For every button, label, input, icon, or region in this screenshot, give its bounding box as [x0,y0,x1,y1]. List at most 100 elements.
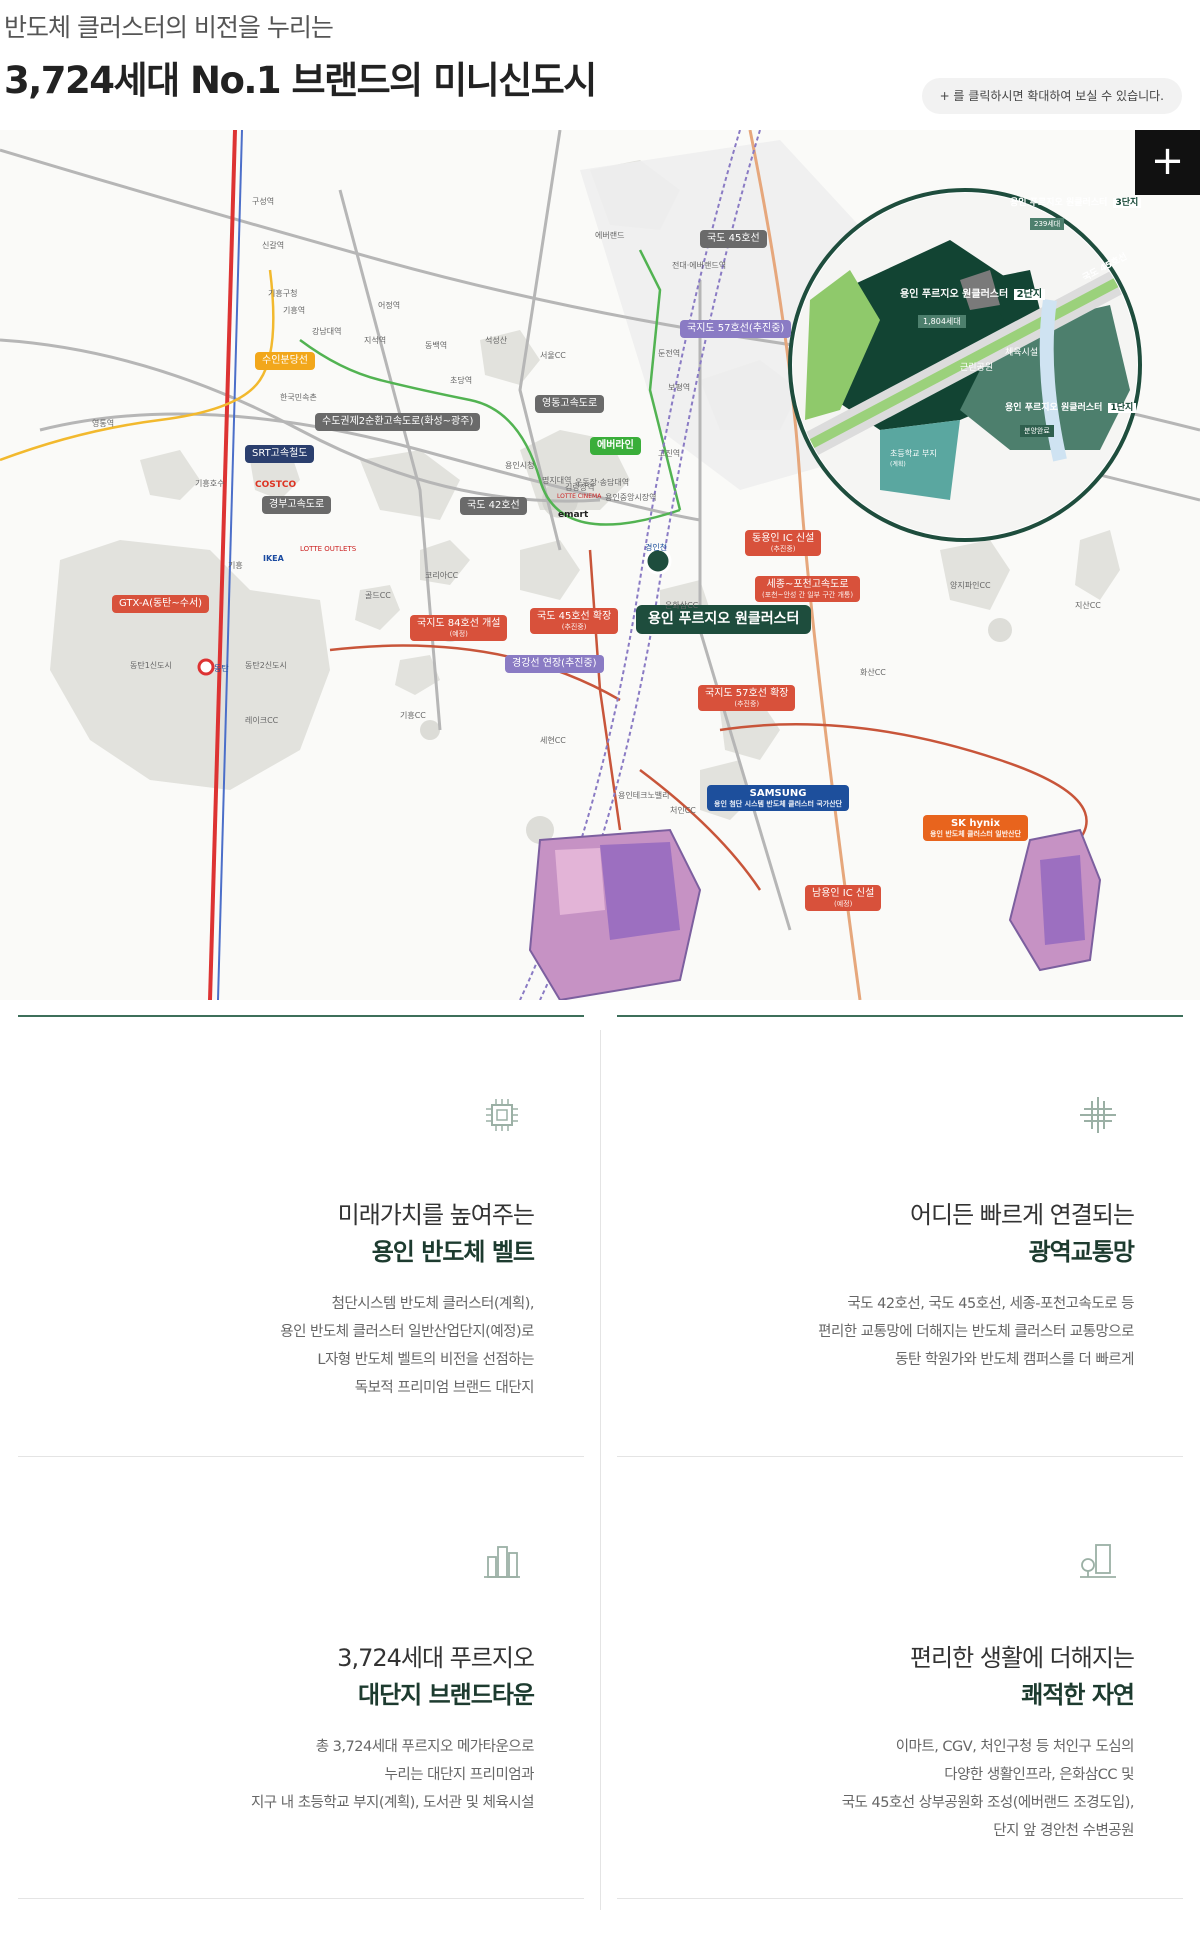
card4-line: 다양한 생활인프라, 은화삼CC 및 [944,1767,1134,1783]
place-undongjang: 운동장·송담대역 [575,478,630,487]
inset-sports: 근린공원 [960,363,994,373]
card2-line: 편리한 교통망에 더해지는 반도체 클러스터 교통망으로 [818,1324,1134,1340]
place-eunhwasam-cc: 은화삼CC [665,601,699,610]
card3-line: 지구 내 초등학교 부지(계획), 도서관 및 체육시설 [250,1795,535,1811]
place-seoul-cc: 서울CC [540,351,566,360]
place-chodang: 초당역 [450,376,473,385]
emart-logo: emart [558,510,589,520]
label-gukdo45: 국도 45호선 [700,230,767,248]
label-gtx-a: GTX-A(동탄~수서) [112,595,210,613]
costco-logo: COSTCO [255,480,297,490]
label-gukdo42: 국도 42호선 [460,497,527,515]
card1-line: 독보적 프리미엄 브랜드 대단지 [354,1380,535,1396]
card2-line: 동탄 학원가와 반도체 캠퍼스를 더 빠르게 [895,1352,1134,1368]
card1-heading2: 용인 반도체 벨트 [371,1238,535,1266]
label-skhynix-sub: 용인 반도체 클러스터 일반산단 [930,830,1022,838]
center-divider [600,1030,601,1910]
place-everland: 에버랜드 [595,231,625,240]
place-jisan-cc: 지산CC [1075,601,1101,610]
page-subtitle: 반도체 클러스터의 비전을 누리는 [4,13,334,42]
lotte-outlets-logo: LOTTE OUTLETS [300,545,357,553]
top-divider-right [617,1015,1183,1017]
page-title: 3,724세대 No.1 브랜드의 미니신도시 [4,59,597,102]
label-gukji84-sub: (예정) [449,630,468,638]
label-gukji84: 국지도 84호선 개설 (예정) [410,615,508,642]
card1-heading1: 미래가치를 높여주는 [337,1201,535,1229]
place-lake-cc: 레이크CC [245,716,279,725]
card1-description: 첨단시스템 반도체 클러스터(계획), 용인 반도체 클러스터 일반산업단지(예… [280,1290,534,1402]
label-gukji57-expansion: 국지도 57호선 확장 (추진중) [698,685,796,712]
feature-card-transport: 어디든 빠르게 연결되는 광역교통망 국도 42호선, 국도 45호선, 세종-… [600,1000,1170,1456]
zoom-button[interactable]: + [1135,130,1200,195]
card4-line: 단지 앞 경안천 수변공원 [993,1823,1134,1839]
card3-line: 총 3,724세대 푸르지오 메가타운으로 [315,1739,535,1755]
card2-heading1: 어디든 빠르게 연결되는 [909,1201,1135,1229]
chip-icon [486,1099,518,1131]
location-map: + 국도 45호선 국지도 57호선(추진중) 영동고속도로 에버라인 수도권제… [0,130,1200,1000]
card4-line: 국도 45호선 상부공원화 조성(에버랜드 조경도입), [841,1795,1135,1811]
card4-description: 이마트, CGV, 처인구청 등 처인구 도심의 다양한 생활인프라, 은화삼C… [841,1733,1135,1845]
place-dongtan1: 동탄1신도시 [130,661,172,670]
place-hwasan-cc: 화산CC [860,668,886,677]
label-project: 용인 푸르지오 원클러스터 [636,605,812,634]
label-suin-bundang: 수인분당선 [255,352,315,370]
inset-cluster2-units: 1,804세대 [918,315,966,328]
place-myongji: 명지대역 [542,476,572,485]
inset-school-sub: (계획) [890,461,906,468]
label-gukdo45-expansion: 국도 45호선 확장 (추진중) [530,608,619,635]
label-sejong-sub: (포천~안성 간 일부 구간 개통) [762,591,854,599]
label-gyeonggang: 경강선 연장(추진중) [505,655,604,673]
place-giheung-cc: 기흥CC [400,711,426,720]
inset-cluster3: 용인 푸르지오 원클러스터 3단지 [1010,195,1142,208]
place-singal: 신갈역 [262,241,285,250]
page-header: 반도체 클러스터의 비전을 누리는 3,724세대 No.1 브랜드의 미니신도… [0,0,1200,130]
row-divider-right [617,1456,1183,1457]
card4-line: 이마트, CGV, 처인구청 등 처인구 도심의 [895,1739,1135,1755]
inset-school-name: 초등학교 부지 [890,449,937,458]
label-gukji84-main: 국지도 84호선 개설 [417,618,501,629]
card2-line: 국도 42호선, 국도 45호선, 세종-포천고속도로 등 [847,1296,1134,1312]
place-gyeonganchon: 경인천 [645,543,668,552]
place-dunjeon: 둔전역 [658,349,681,358]
place-dongbaek: 동백역 [425,341,448,350]
inset-cluster3-name: 용인 푸르지오 원클러스터 [1010,198,1108,208]
card3-heading2: 대단지 브랜드타운 [358,1681,535,1709]
place-eojeong: 어정역 [378,301,401,310]
label-gukdo45ex-main: 국도 45호선 확장 [537,611,612,622]
inset-school: 초등학교 부지 (계획) [890,448,937,468]
place-gangnam-univ: 강남대역 [312,327,342,336]
place-cheoin-cc: 처인CC [670,806,696,815]
label-samsung-cluster: SAMSUNG 용인 첨단 시스템 반도체 클러스터 국가산단 [707,785,850,812]
inset-cluster1: 용인 푸르지오 원클러스터 1단지 [1005,400,1137,413]
card1-line: 용인 반도체 클러스터 일반산업단지(예정)로 [280,1324,534,1340]
map-base [0,130,1200,1000]
label-skhynix-cluster: SK hynix 용인 반도체 클러스터 일반산단 [923,815,1029,842]
label-gukji57ex-sub: (추진중) [734,700,760,708]
place-giheung-gu: 기흥구청 [268,289,298,298]
road-junction-icon [1080,1097,1116,1133]
place-sehyeon-cc: 세현CC [540,736,566,745]
card4-heading1: 편리한 생활에 더해지는 [909,1644,1135,1672]
place-jeondae-station: 전대·에버랜드역 [672,261,727,270]
inset-cluster2-tag: 2단지 [1013,289,1046,300]
city-nature-icon [1080,1544,1116,1578]
label-sejong-main: 세종~포천고속도로 [766,579,849,590]
label-ring-expressway: 수도권제2순환고속도로(화성~광주) [315,413,481,431]
place-giheung: 기흥 [228,561,243,570]
bottom-divider-right [617,1898,1183,1899]
bottom-divider-left [18,1898,584,1899]
label-namyongin-ic: 남용인 IC 신설 (예정) [805,885,882,912]
place-jungang-market: 용인중앙시장역 [605,493,657,502]
place-giheung-lake: 기흥호수 [195,479,225,488]
card3-line: 누리는 대단지 프리미엄과 [384,1767,535,1783]
label-samsung-sub: 용인 첨단 시스템 반도체 클러스터 국가산단 [714,800,843,808]
inset-cluster1-tag: 1단지 [1107,403,1137,413]
place-dongtan: 동탄 [214,664,229,673]
lotte-cinema-logo: LOTTE CINEMA [557,493,602,500]
place-jiseok: 지석역 [364,336,387,345]
feature-sections: 미래가치를 높여주는 용인 반도체 벨트 첨단시스템 반도체 클러스터(계획),… [0,1000,1200,1939]
place-gusung: 구성역 [252,197,275,206]
place-technovalley: 용인테크노밸리 [618,791,670,800]
card2-heading2: 광역교통망 [1028,1238,1135,1266]
inset-cluster3-units: 239세대 [1030,218,1065,230]
